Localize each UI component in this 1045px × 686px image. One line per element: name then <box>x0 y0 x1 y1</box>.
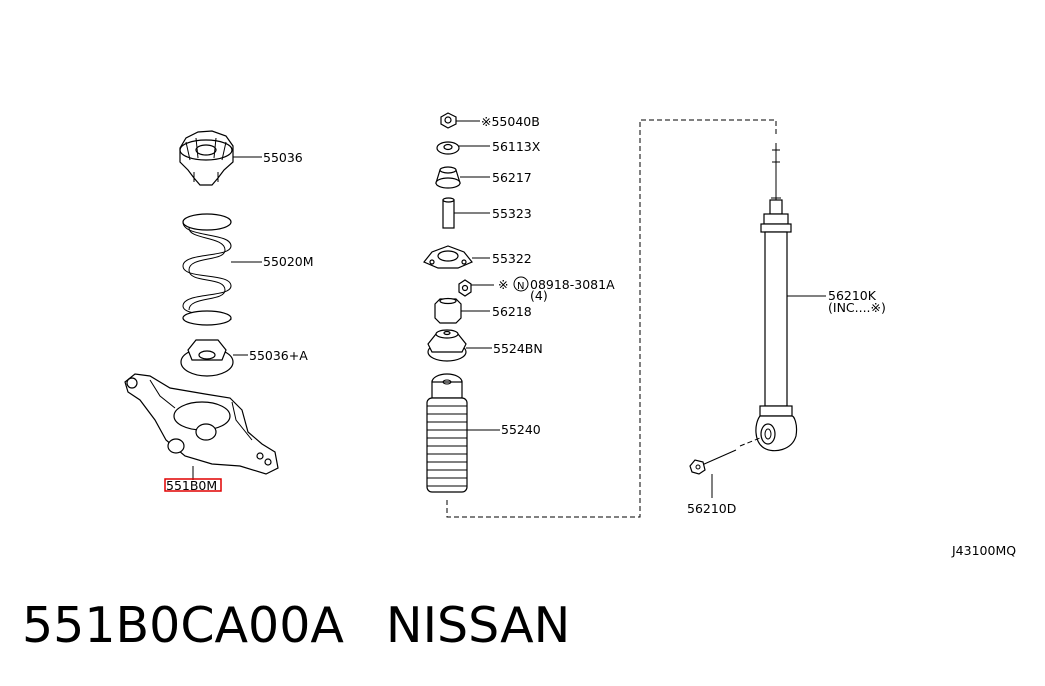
label-56210K-note: (INC....※) <box>828 300 886 315</box>
label-55036A: 55036+A <box>249 348 308 363</box>
bushing-part <box>435 166 461 189</box>
parts-diagram: 55036 55020M 55036+A 551B0M ※55040B <box>124 112 1016 558</box>
label-56217: 56217 <box>492 170 532 185</box>
shock-absorber-part <box>755 143 798 452</box>
washer-part <box>436 141 460 155</box>
flange-nut-part <box>458 279 472 297</box>
spring-seat-lower-part <box>180 339 234 377</box>
label-5524BN: 5524BN <box>493 341 543 356</box>
caption-brand: NISSAN <box>385 597 571 654</box>
label-08918-qty: (4) <box>530 288 548 303</box>
sleeve-part <box>442 197 455 229</box>
bump-stop-part <box>427 329 467 362</box>
label-56210K: 56210K <box>828 288 877 303</box>
highlight-box <box>164 478 222 492</box>
page-caption: 551B0CA00A NISSAN <box>22 596 570 656</box>
label-55036: 55036 <box>263 150 303 165</box>
group-bracket <box>446 119 777 518</box>
nut-part <box>440 112 457 129</box>
bolt-part <box>689 437 761 475</box>
dust-boot-part <box>426 373 468 493</box>
label-55040B: ※55040B <box>481 114 540 129</box>
circled-n-icon <box>513 276 529 292</box>
diagram-reference-code: J43100MQ <box>951 543 1016 558</box>
circled-n-letter: N <box>517 281 524 292</box>
label-56210D: 56210D <box>687 501 736 516</box>
label-551B0M: 551B0M <box>166 478 217 493</box>
label-55322: 55322 <box>492 251 532 266</box>
label-55323: 55323 <box>492 206 532 221</box>
lower-link-arm-part <box>124 373 279 475</box>
label-55020M: 55020M <box>263 254 314 269</box>
asterisk-mark: ※ <box>498 277 508 292</box>
label-56113X: 56113X <box>492 139 541 154</box>
label-08918-3081A: 08918-3081A <box>530 277 615 292</box>
spring-seat-upper-part <box>179 130 234 186</box>
label-56218: 56218 <box>492 304 532 319</box>
label-55240: 55240 <box>501 422 541 437</box>
upper-bushing-part <box>434 297 462 324</box>
strut-mount-part <box>423 245 473 269</box>
caption-part-number: 551B0CA00A <box>22 597 344 654</box>
coil-spring-part <box>182 213 232 326</box>
